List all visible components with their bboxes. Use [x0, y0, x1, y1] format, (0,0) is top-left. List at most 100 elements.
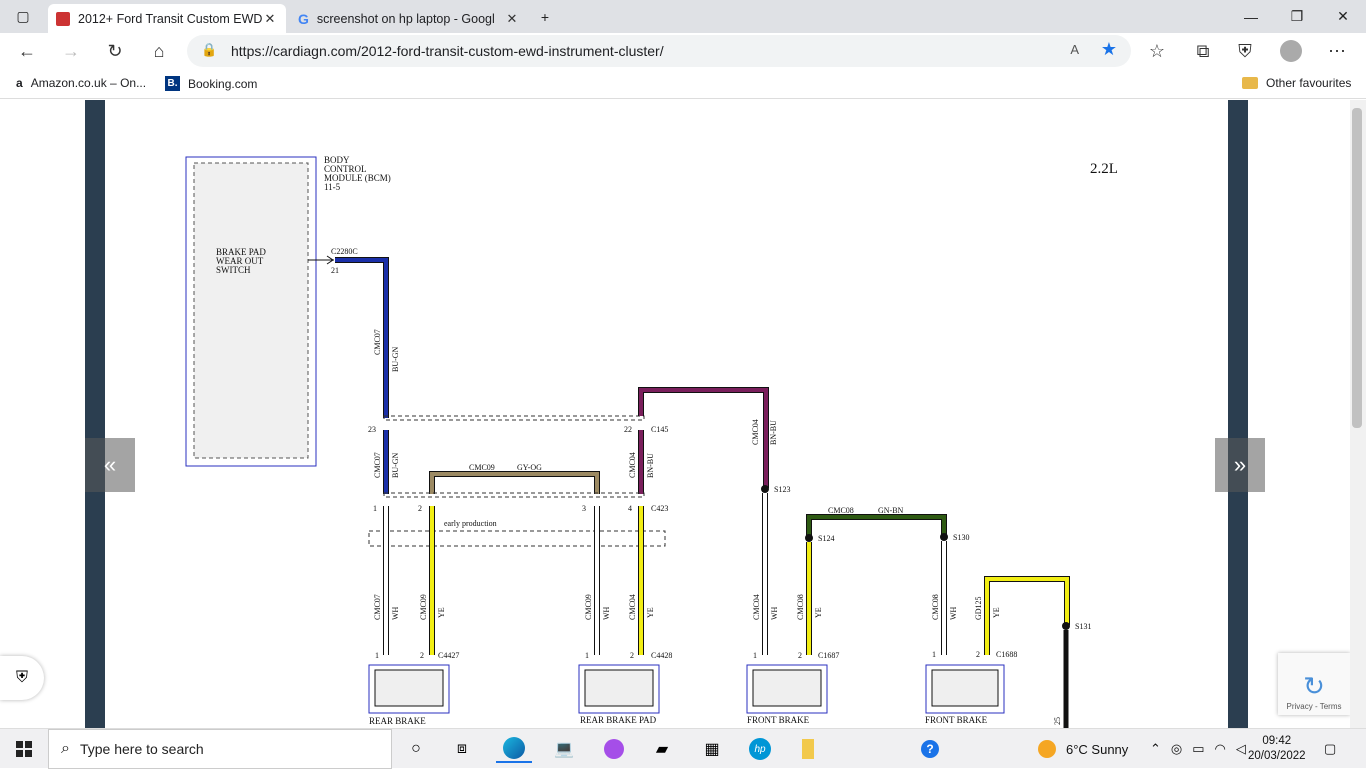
- cortana-icon[interactable]: ○: [398, 735, 434, 763]
- weather-widget[interactable]: 6°C Sunny: [1038, 729, 1128, 769]
- tab-bar: ▢ 2012+ Ford Transit Custom EWD ✕ G scre…: [0, 0, 1366, 33]
- close-window-icon[interactable]: ✕: [1320, 0, 1366, 33]
- address-bar: ← → ↻ ⌂ 🔒 https://cardiagn.com/2012-ford…: [0, 33, 1366, 69]
- notifications-icon[interactable]: ▢: [1324, 729, 1336, 769]
- search-placeholder: Type here to search: [80, 741, 204, 757]
- tab-google-search[interactable]: G screenshot on hp laptop - Googl ✕: [290, 4, 528, 33]
- forward-icon[interactable]: →: [56, 36, 86, 66]
- messenger-icon[interactable]: [596, 735, 632, 763]
- photos-app-icon[interactable]: ▰: [644, 735, 680, 763]
- pin-21: 21: [331, 266, 339, 275]
- switch-label-3: SWITCH: [216, 265, 251, 275]
- url-field[interactable]: 🔒 https://cardiagn.com/2012-ford-transit…: [187, 35, 1131, 67]
- connector-c4428: C4428: [651, 651, 672, 660]
- pin-4: 4: [628, 504, 632, 513]
- next-slide-button[interactable]: »: [1215, 438, 1265, 492]
- component-label-2: REAR BRAKE PAD: [580, 715, 657, 725]
- scrollbar-thumb[interactable]: [1352, 108, 1362, 428]
- windows-start-icon[interactable]: [6, 735, 42, 763]
- back-icon[interactable]: ←: [12, 36, 42, 66]
- shield-check-button[interactable]: ⛨: [0, 656, 44, 700]
- wire-label-cmc08-ye: CMC08: [796, 594, 805, 620]
- fav-booking[interactable]: B. Booking.com: [165, 76, 257, 91]
- chevron-up-icon[interactable]: ⌃: [1150, 741, 1161, 757]
- profile-avatar-icon[interactable]: [1276, 36, 1306, 66]
- chevron-double-left-icon: «: [104, 452, 116, 478]
- recaptcha-badge[interactable]: ↻ Privacy - Terms: [1278, 653, 1350, 715]
- tab-ford-ewd[interactable]: 2012+ Ford Transit Custom EWD ✕: [48, 4, 286, 33]
- fav-amazon[interactable]: a Amazon.co.uk – On...: [16, 76, 146, 90]
- clock[interactable]: 09:42 20/03/2022: [1248, 729, 1306, 769]
- amazon-icon: a: [16, 76, 23, 90]
- refresh-icon[interactable]: ↻: [100, 36, 130, 66]
- wire-label-ye-3: YE: [814, 607, 823, 618]
- wire-label-cmc07: CMC07: [373, 329, 382, 355]
- folder-icon: [1242, 77, 1258, 89]
- splice-s123: S123: [774, 485, 790, 494]
- settings-menu-icon[interactable]: ⋯: [1322, 36, 1352, 66]
- pin-2-c1687: 2: [798, 651, 802, 660]
- wire-label-cmc08: CMC08: [828, 506, 854, 515]
- collections-icon[interactable]: ⧉: [1188, 36, 1218, 66]
- volume-icon[interactable]: ◁: [1236, 741, 1246, 757]
- task-view-icon[interactable]: ⧈: [444, 735, 480, 763]
- wiring-diagram: BODY CONTROL MODULE (BCM) 11-5 BRAKE PAD…: [0, 100, 1366, 728]
- wire-label-bugn: BU-GN: [391, 346, 400, 372]
- restore-icon[interactable]: ❐: [1274, 0, 1320, 33]
- fav-label: Other favourites: [1266, 76, 1351, 90]
- tab-actions-icon[interactable]: ▢: [0, 0, 46, 33]
- search-icon: ⌕: [61, 740, 70, 758]
- fav-label: Amazon.co.uk – On...: [31, 76, 146, 90]
- splice-s130: S130: [953, 533, 969, 542]
- pin-1-c4428: 1: [585, 651, 589, 660]
- favourite-star-icon[interactable]: ★: [1101, 39, 1117, 60]
- battery-icon[interactable]: ▭: [1192, 741, 1204, 757]
- wire-label-cmc07-wh: CMC07: [373, 594, 382, 620]
- wire-label-cmc09-ye: CMC09: [419, 594, 428, 620]
- splice-s124: S124: [818, 534, 834, 543]
- close-tab-icon[interactable]: ✕: [262, 11, 278, 27]
- recaptcha-privacy-terms[interactable]: Privacy - Terms: [1287, 702, 1342, 711]
- wire-label-cmc09-wh: CMC09: [584, 594, 593, 620]
- wire-label-ye-1: YE: [437, 607, 446, 618]
- google-icon: G: [298, 11, 309, 27]
- splice-s124-dot: [805, 534, 813, 542]
- file-explorer-icon[interactable]: [790, 735, 826, 763]
- connector-c145: C145: [651, 425, 668, 434]
- booking-icon: B.: [165, 76, 180, 91]
- meet-now-icon[interactable]: ◎: [1171, 741, 1182, 757]
- wire-label-cmc08-wh: CMC08: [931, 594, 940, 620]
- laptop-app-icon[interactable]: 💻: [546, 735, 582, 763]
- wire-label-cmc04: CMC04: [751, 419, 760, 445]
- help-icon[interactable]: ?: [912, 735, 948, 763]
- new-tab-icon[interactable]: +: [522, 0, 568, 33]
- close-tab-icon[interactable]: ✕: [504, 11, 520, 27]
- taskbar-search[interactable]: ⌕ Type here to search: [48, 729, 392, 769]
- wire-label-cmc04-wh: CMC04: [752, 594, 761, 620]
- wire-label-gd125: GD125: [974, 596, 983, 620]
- connector-c1687: C1687: [818, 651, 839, 660]
- splice-s123-dot: [761, 485, 769, 493]
- wire-label-cmc04-ye: CMC04: [628, 594, 637, 620]
- favourites-icon[interactable]: ☆: [1142, 36, 1172, 66]
- pin-1: 1: [373, 504, 377, 513]
- minimize-icon[interactable]: —: [1228, 0, 1274, 33]
- wire-label-ye-2: YE: [646, 607, 655, 618]
- wire-label-gnbn: GN-BN: [878, 506, 904, 515]
- splice-s131: S131: [1075, 622, 1091, 631]
- wire-label-ye-4: YE: [992, 607, 1001, 618]
- read-aloud-icon[interactable]: A: [1070, 42, 1079, 57]
- browser-essentials-icon[interactable]: ⛨: [1230, 36, 1260, 66]
- connector-c423: C423: [651, 504, 668, 513]
- home-icon[interactable]: ⌂: [144, 36, 174, 66]
- edge-icon[interactable]: [496, 735, 532, 763]
- bcm-inner-box: [194, 163, 308, 458]
- calculator-icon[interactable]: ▦: [694, 735, 730, 763]
- other-favourites[interactable]: Other favourites: [1242, 76, 1351, 90]
- wifi-icon[interactable]: ◠: [1215, 741, 1226, 757]
- wire-label-wh-1: WH: [391, 606, 400, 620]
- hp-icon[interactable]: hp: [742, 735, 778, 763]
- prev-slide-button[interactable]: «: [85, 438, 135, 492]
- system-tray: ⌃ ◎ ▭ ◠ ◁: [1150, 729, 1246, 769]
- pin-2-c4428: 2: [630, 651, 634, 660]
